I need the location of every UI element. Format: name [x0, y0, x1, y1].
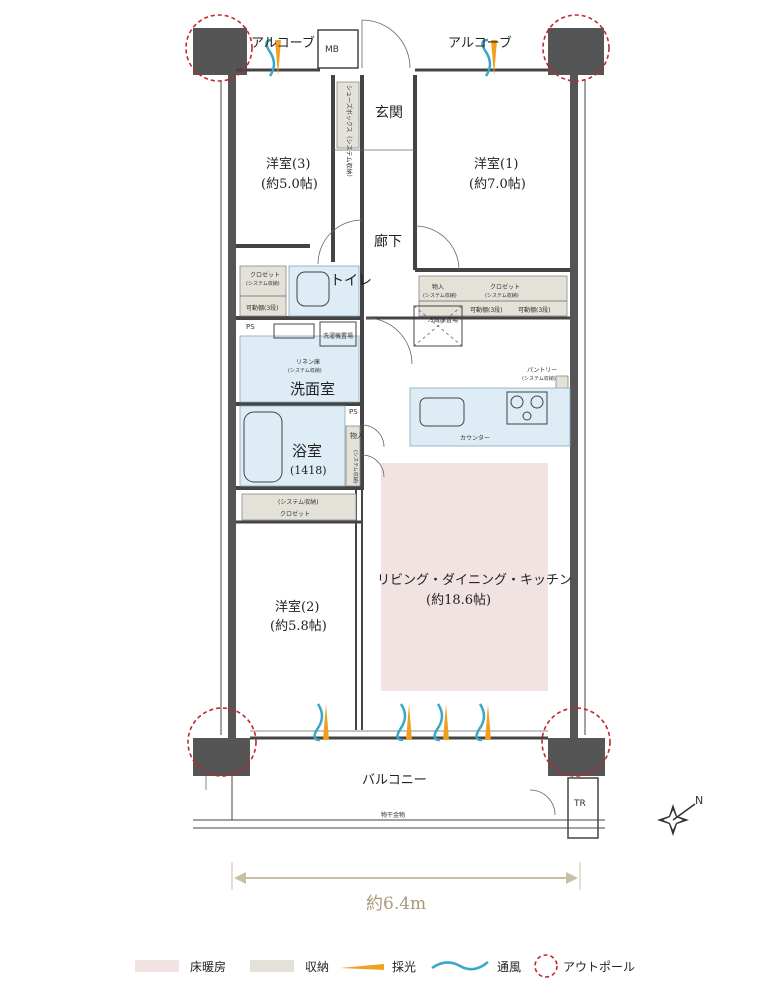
light-arrow-icon	[406, 704, 412, 740]
wind-arrow-icon	[481, 38, 492, 77]
pantry-title: パントリー	[527, 367, 557, 374]
western3-size: (約5.0帖)	[261, 177, 318, 192]
western3-name: 洋室(3)	[266, 156, 310, 172]
closet2-sub: (システム収納)	[278, 498, 319, 506]
closet3-sub: (システム収納)	[246, 280, 280, 287]
closet3-title: クロゼット	[250, 271, 280, 279]
outpole-marker	[185, 14, 253, 82]
legend: 床暖房 収納 採光 通風 アウトポール	[135, 954, 635, 978]
tr-label: TR	[573, 799, 586, 809]
shoes-box-label: シューズボックス（システム収納）	[345, 85, 353, 180]
legend-swatch-floor-heating	[135, 960, 179, 972]
door-swings	[317, 19, 556, 816]
mb-label: MB	[325, 45, 339, 55]
alcove-right-label: アルコーブ	[448, 35, 512, 51]
interior-walls	[236, 75, 570, 730]
storage2-title: 物入	[350, 431, 364, 440]
pantry-sub: (システム収納)	[522, 375, 556, 382]
ps-mid-label: PS	[349, 408, 358, 416]
closet1-shelf-b: 可動棚(3段)	[518, 306, 551, 314]
ldk-size: (約18.6帖)	[426, 593, 491, 608]
bath-name: 浴室	[292, 442, 322, 460]
legend-label: アウトポール	[563, 960, 635, 974]
width-dimension-label: 約6.4m	[366, 894, 426, 914]
outpole-legend-icon	[534, 954, 558, 978]
light-arrow-icon	[485, 704, 491, 740]
western2-name: 洋室(2)	[275, 599, 319, 615]
balcony-area	[193, 776, 605, 839]
entrance-label: 玄関	[375, 104, 403, 121]
western2-size: (約5.8帖)	[270, 619, 327, 634]
outer-walls	[193, 28, 605, 776]
storage2-sub: (システム収納)	[352, 450, 359, 484]
western1-size: (約7.0帖)	[469, 177, 526, 192]
outpole-marker	[541, 707, 611, 777]
light-icon	[340, 964, 384, 970]
compass-icon	[657, 803, 696, 836]
fridge-label: 冷蔵庫置場	[428, 316, 458, 324]
light-arrow-icon	[443, 704, 449, 740]
balcony-label: バルコニー	[362, 773, 427, 788]
outpole-marker	[542, 14, 610, 82]
wind-arrow-icon	[475, 703, 486, 742]
light-arrow-icon	[275, 40, 281, 76]
legend-label: 床暖房	[190, 959, 226, 974]
storage1-sub: (システム収納)	[423, 292, 457, 299]
toilet-label: トイレ	[330, 273, 372, 289]
legend-label: 通風	[497, 960, 521, 974]
wind-arrow-icon	[396, 703, 407, 742]
western1-name: 洋室(1)	[474, 156, 518, 172]
fridge-space	[413, 305, 463, 347]
legend-swatch-storage	[250, 960, 294, 972]
outpole-marker	[187, 707, 257, 777]
closet1-sub: (システム収納)	[485, 292, 519, 299]
light-arrow-icon	[491, 40, 497, 76]
closet1-shelf-a: 可動棚(3段)	[470, 306, 503, 314]
ps-top-label: PS	[246, 323, 255, 331]
closet1-title: クロゼット	[490, 283, 520, 291]
washer-label: 洗濯機置場	[323, 332, 353, 340]
alcove-left-label: アルコーブ	[251, 35, 315, 51]
floor-heating-area	[381, 463, 548, 691]
hallway-label: 廊下	[374, 233, 402, 250]
wind-arrow-icon	[433, 703, 444, 742]
width-dimension	[231, 862, 581, 890]
wind-arrow-icon	[265, 38, 276, 77]
storage-units	[239, 81, 569, 521]
storage1-title: 物入	[432, 283, 444, 291]
light-arrow-icon	[323, 704, 329, 740]
light-wind-arrows	[265, 38, 497, 742]
bath-size: (1418)	[290, 464, 327, 477]
wind-arrow-icon	[313, 703, 324, 742]
legend-label: 収納	[305, 960, 329, 974]
drying-rack-label: 物干金物	[381, 811, 405, 819]
closet2-title: クロゼット	[280, 510, 310, 518]
closet3-shelf: 可動棚(3段)	[246, 304, 279, 312]
linen-title: リネン庫	[296, 358, 320, 366]
washroom-label: 洗面室	[290, 380, 335, 398]
wet-areas	[239, 265, 571, 487]
ldk-name: リビング・ダイニング・キッチン	[377, 573, 572, 588]
legend-label: 採光	[392, 960, 416, 974]
linen-sub: (システム収納)	[288, 367, 322, 374]
compass-north-label: N	[695, 794, 703, 807]
wind-icon	[431, 961, 489, 971]
counter-label: カウンター	[460, 434, 490, 442]
